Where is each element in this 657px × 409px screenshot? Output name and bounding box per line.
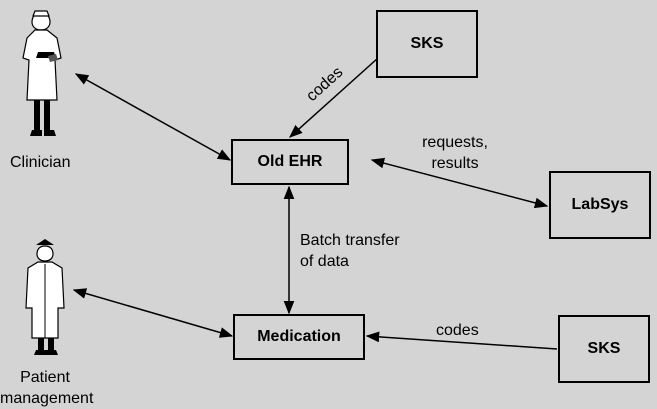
edge-sks-oldehr (288, 57, 379, 138)
edge-label-requests-results: requests, results (410, 132, 500, 174)
node-labsys: LabSys (549, 171, 651, 239)
edge-label-requests: requests, (422, 134, 488, 151)
edge-label-results: results (431, 155, 479, 172)
edge-sks-medication (365, 331, 558, 350)
clinician-figure-icon (22, 10, 62, 136)
node-old-ehr: Old EHR (231, 139, 349, 185)
node-medication: Medication (233, 314, 365, 360)
edge-label-batch-line1: Batch transfer (300, 232, 400, 249)
actor-label-patient-line1: Patient (20, 369, 70, 386)
edge-oldehr-labsys (370, 157, 549, 209)
patient-manager-figure-icon (25, 239, 65, 355)
node-sks-bottom: SKS (558, 315, 650, 383)
actor-label-clinician: Clinician (10, 154, 71, 171)
node-sks-top: SKS (376, 10, 478, 78)
edge-label-batch-line2: of data (300, 253, 349, 270)
edge-patient-medication (72, 288, 234, 338)
actor-label-patient-management: Patient management (0, 367, 94, 409)
actor-label-patient-line2: management (0, 390, 94, 407)
edge-label-codes-bottom: codes (436, 322, 479, 339)
edge-label-batch-transfer: Batch transfer of data (300, 230, 400, 272)
edge-label-codes-top: codes (303, 64, 346, 105)
edge-clinician-oldehr (74, 73, 232, 161)
